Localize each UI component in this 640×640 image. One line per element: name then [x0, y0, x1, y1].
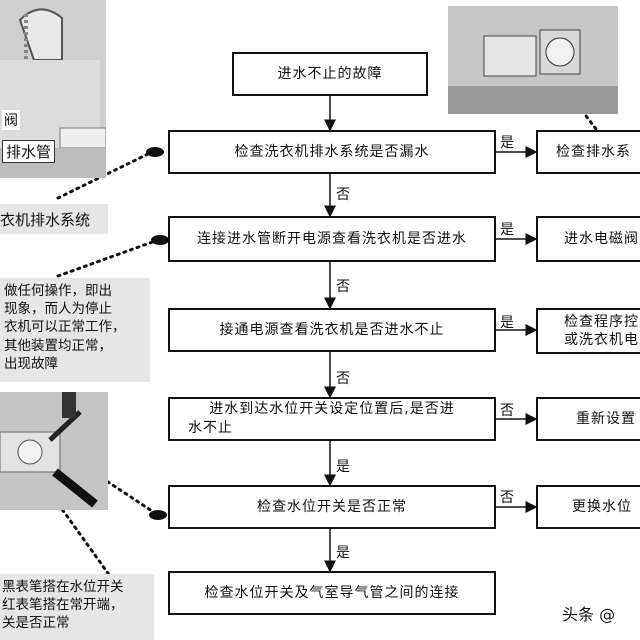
- drain-pipe-label: 排水管: [2, 140, 56, 163]
- operation-note-line: 出现故障: [4, 355, 58, 372]
- operation-note: 做任何操作，即出 现象，而人为停止 衣机可以正常工作， 其他装置均正常， 出现故…: [0, 278, 150, 382]
- washer-hose-illustration: [0, 0, 106, 178]
- edge-label-yes: 是: [500, 315, 514, 331]
- watermark: 头条 @: [556, 598, 640, 628]
- flow-step-3: 接通电源查看洗衣机是否进水不止: [168, 308, 496, 352]
- water-level-switch-photo: [0, 392, 108, 510]
- edge-label-no: 否: [336, 371, 350, 387]
- result-box-1: 检查排水系: [536, 130, 640, 174]
- flow-title-box: 进水不止的故障: [232, 52, 428, 96]
- probe-note: 黑表笔搭在水位开关 红表笔搭在常开端， 关是否正常: [0, 574, 154, 640]
- edge-label-yes: 是: [500, 135, 514, 151]
- operation-note-line: 衣机可以正常工作，: [4, 319, 126, 336]
- multimeter-probe-illustration: [0, 392, 108, 510]
- edge-label-no: 否: [336, 187, 350, 203]
- flow-step-4-line: 进水到达水位开关设定位置后,是否进: [209, 401, 455, 418]
- probe-note-line: 黑表笔搭在水位开关: [2, 579, 124, 595]
- result-box-3-line: 检查程序控: [564, 313, 639, 330]
- edge-label-no: 否: [500, 403, 514, 419]
- edge-label-yes: 是: [500, 222, 514, 238]
- operation-note-line: 其他装置均正常，: [4, 337, 112, 354]
- probe-note-line: 关是否正常: [2, 615, 70, 632]
- result-box-2: 进水电磁阀: [536, 216, 640, 262]
- flow-step-4-line: 水不止: [188, 420, 233, 436]
- edge-label-no: 否: [336, 279, 350, 295]
- flow-step-5: 检查水位开关是否正常: [168, 485, 496, 529]
- operation-note-line: 做任何操作，即出: [4, 283, 112, 299]
- result-box-3-line: 或洗衣机电: [564, 332, 639, 348]
- solenoid-valve-illustration: [448, 6, 618, 114]
- flow-step-2: 连接进水管断开电源查看洗衣机是否进水: [168, 216, 496, 262]
- edge-label-no: 否: [500, 490, 514, 506]
- solenoid-valve-photo: [448, 6, 618, 114]
- edge-label-yes: 是: [336, 459, 350, 475]
- valve-label: 阀: [2, 110, 20, 130]
- result-box-4: 重新设置: [536, 397, 640, 441]
- edge-label-yes: 是: [336, 545, 350, 561]
- operation-note-line: 现象，而人为停止: [4, 301, 112, 318]
- flow-step-4: 进水到达水位开关设定位置后,是否进 水不止: [168, 397, 496, 441]
- flow-step-1: 检查洗衣机排水系统是否漏水: [168, 130, 496, 174]
- probe-note-line: 红表笔搭在常开端，: [2, 597, 124, 614]
- drain-system-photo: 阀 排水管: [0, 0, 106, 178]
- result-box-3: 检查程序控 或洗衣机电: [536, 308, 640, 354]
- result-box-5: 更换水位: [536, 485, 640, 529]
- flow-step-6: 检查水位开关及气室导气管之间的连接: [168, 571, 496, 615]
- drain-system-caption: 衣机排水系统: [0, 204, 108, 234]
